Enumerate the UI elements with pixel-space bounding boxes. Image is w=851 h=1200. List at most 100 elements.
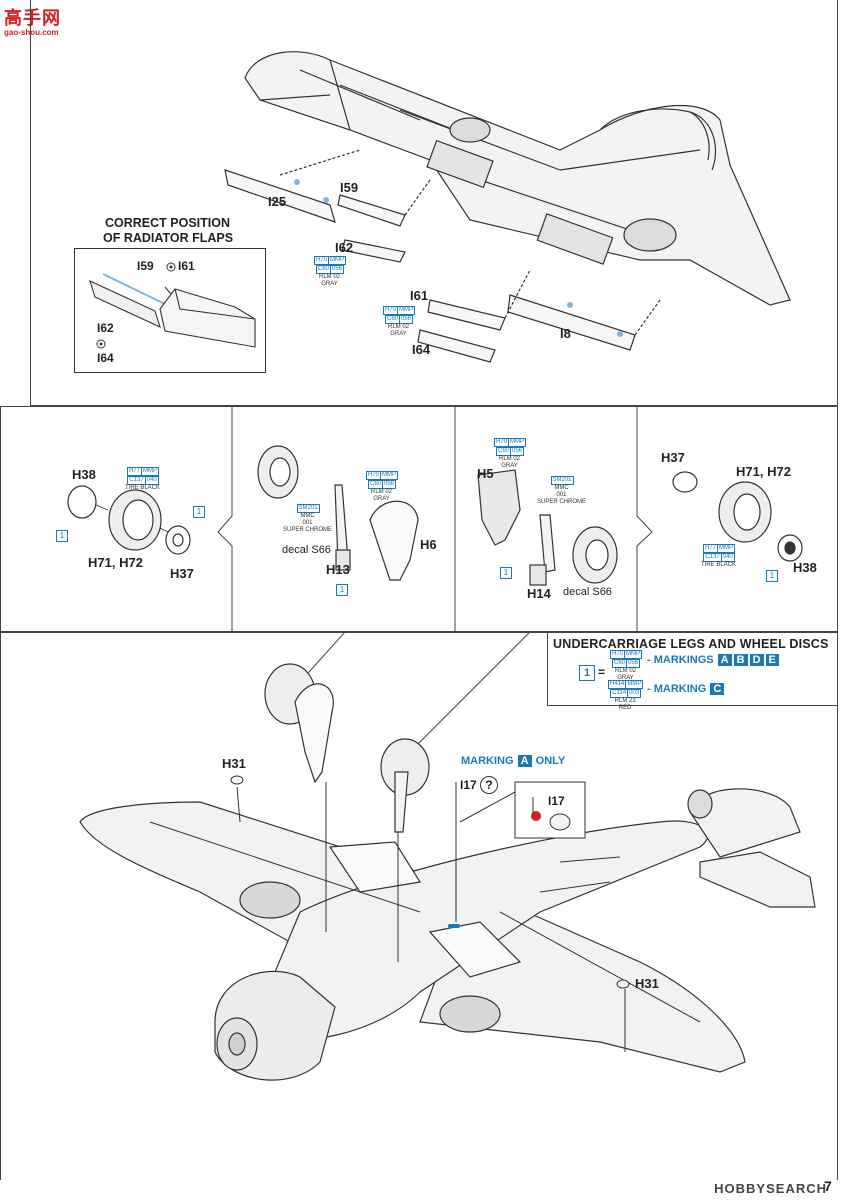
watermark-logo: 高手网 gao-shou.com (4, 4, 68, 38)
paint-rlm: RLM 02 (499, 456, 521, 462)
top-panel-frame (30, 0, 838, 406)
paint-name: GRAY (390, 331, 407, 337)
part-label-h71-h72-right: H71, H72 (736, 464, 791, 479)
part-label-i62: I62 (335, 240, 354, 255)
paint-name: SUPER CHROME (283, 527, 333, 533)
marking-label: - MARKING (647, 683, 707, 695)
paint-mmp: MMP (397, 306, 416, 315)
part-label-h38-left: H38 (72, 467, 96, 482)
part-label-h38-right: H38 (793, 560, 817, 575)
part-label-h37-right: H37 (661, 450, 685, 465)
part-label-h37-left: H37 (170, 566, 194, 581)
question-mark: ? (480, 776, 498, 794)
radiator-inset-part-i62: I62 (97, 321, 114, 335)
part-label-h13: H13 (326, 562, 350, 577)
radiator-inset-title-line1: CORRECT POSITION (105, 216, 231, 230)
paint-h: SM201 (296, 504, 320, 513)
paint-h: SM201 (550, 476, 574, 485)
part-label-h71-h72-left: H71, H72 (88, 555, 143, 570)
paint-badge-1: 1 (56, 530, 68, 542)
undercarriage-badge: 1 (579, 665, 595, 681)
paint-c: C60 (384, 315, 400, 324)
paint-code-chrome-mid-left: SM201 MMC 001 SUPER CHROME (283, 504, 332, 534)
part-label-i64: I64 (412, 342, 431, 357)
paint-mmp: MMP (328, 256, 347, 265)
paint-code: 056 (399, 315, 414, 324)
paint-badge-1: 1 (193, 506, 205, 518)
paint-h: H70 (314, 256, 330, 265)
paint-name: RED (618, 705, 632, 711)
watermark-site-cn: 高手网 (4, 8, 61, 29)
radiator-inset-part-i61: I61 (178, 259, 195, 273)
paint-mmp: MMP (141, 467, 160, 476)
paint-name: TIRE BLACK (701, 562, 737, 568)
paint-name: GRAY (501, 463, 518, 469)
decal-label-s66-right: decal S66 (563, 586, 612, 598)
paint-mmp: MMP (717, 544, 736, 553)
part-label-h31-right: H31 (635, 976, 659, 991)
part-label-i8: I8 (560, 326, 571, 341)
part-label-h6: H6 (420, 537, 437, 552)
paint-mmp: MMC (554, 485, 569, 491)
left-wheel-drawing (67, 485, 191, 555)
footer-site-watermark: HOBBYSEARCH (714, 1181, 827, 1196)
paint-h: H77 (127, 467, 143, 476)
paint-code: 001 (556, 492, 567, 498)
left-leg-drawing (257, 445, 419, 581)
marking-b-badge: B (733, 654, 748, 666)
paint-mmp: MMP (625, 680, 644, 689)
marking-prefix: MARKING (461, 755, 514, 767)
paint-rlm: RLM 02 (615, 668, 637, 674)
undercarriage-legend-box (547, 632, 838, 706)
markings-label: - MARKINGS (647, 654, 714, 666)
radiator-inset-part-i59: I59 (137, 259, 154, 273)
part-label-i61: I61 (410, 288, 429, 303)
paint-code: 003 (627, 689, 642, 698)
marking-a-badge: A (717, 654, 732, 666)
paint-h: H70 (494, 438, 510, 447)
marking-a-badge: A (517, 755, 532, 767)
paint-name: TIRE BLACK (125, 485, 161, 491)
paint-code: 040 (720, 553, 735, 562)
marking-c-badge: C (710, 683, 725, 695)
radiator-flap-sketch (89, 262, 256, 349)
paint-c: C60 (495, 447, 511, 456)
right-wheel-drawing (672, 471, 803, 562)
paint-code-chrome-mid-right: SM201 MMC 001 SUPER CHROME (537, 476, 586, 506)
bottom-panel-frame (0, 632, 838, 1180)
paint-badge-1: 1 (766, 570, 778, 582)
marking-e-badge: E (765, 654, 779, 666)
paint-rlm: RLM 23 (614, 698, 636, 704)
part-label-i17: I17 (460, 778, 477, 792)
marking-a-only-label: MARKING A ONLY (461, 755, 565, 767)
paint-h: H70 (383, 306, 399, 315)
wing-underside-drawing (224, 51, 791, 363)
undercarriage-equals: = (598, 665, 606, 679)
paint-code: 056 (382, 480, 397, 489)
part-label-i25: I25 (268, 194, 287, 209)
paint-name: GRAY (373, 496, 390, 502)
paint-badge-1: 1 (336, 584, 348, 596)
marking-suffix: ONLY (535, 755, 566, 767)
part-label-h14: H14 (527, 586, 551, 601)
paint-mmp: MMP (508, 438, 527, 447)
question-icon: ? (480, 776, 498, 794)
airframe-underside-drawing (79, 631, 816, 1081)
part-label-i59: I59 (340, 180, 359, 195)
watermark-site-url: gao-shou.com (4, 28, 59, 37)
paint-code: 056 (626, 659, 641, 668)
paint-h: H77 (703, 544, 719, 553)
paint-c: C60 (367, 480, 383, 489)
paint-rlm: RLM 02 (319, 274, 341, 280)
paint-code: 001 (302, 520, 313, 526)
paint-code: 040 (144, 476, 159, 485)
paint-name: SUPER CHROME (537, 499, 587, 505)
decal-label-s66-left: decal S66 (282, 544, 331, 556)
